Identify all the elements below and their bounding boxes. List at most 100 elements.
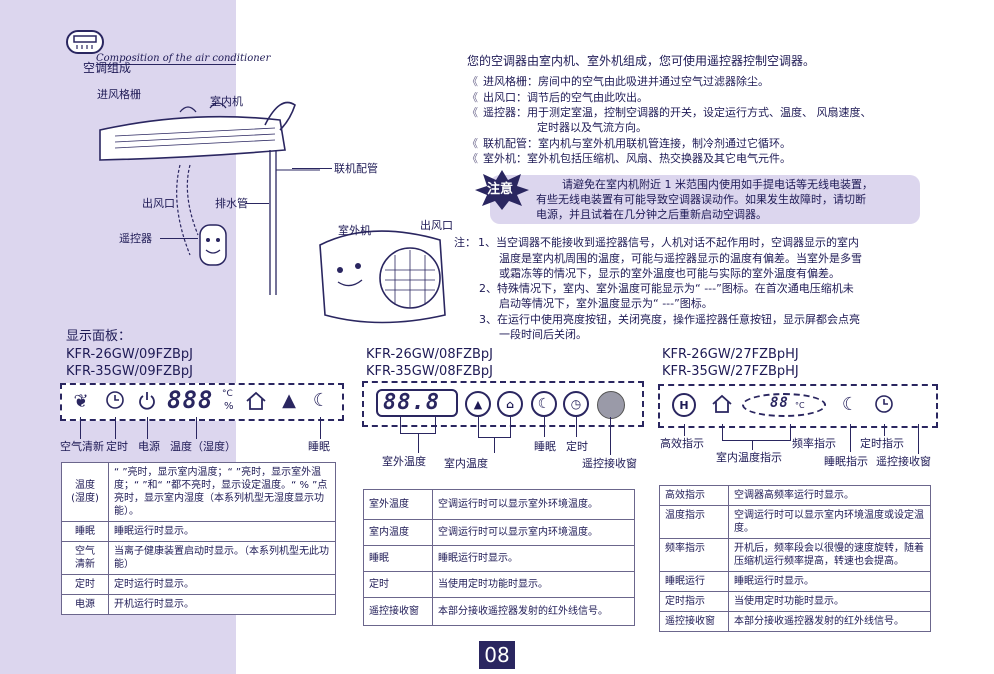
panel1-digits: 888 (167, 386, 214, 414)
intro-bullet: 《进风格栅：房间中的空气由此吸进并通过空气过滤器除尘。 (467, 75, 769, 88)
table-row: 睡眠睡眠运行时显示。 (363, 545, 635, 572)
header-title-en: Composition of the air conditioner (96, 53, 271, 64)
panel3-leader (722, 440, 791, 441)
sleep-moon-icon: ☾ (841, 393, 859, 415)
table-row: 温度指示空调运行时可以显示室内环境温度或设定温度。 (659, 505, 931, 539)
panel3-label-high: 高效指示 (660, 437, 704, 450)
high-efficiency-icon: H (672, 393, 696, 417)
leader-remote (160, 238, 198, 239)
page-number: 08 (479, 641, 515, 669)
note-line: 一段时间后关闭。 (499, 328, 587, 341)
header-badge-icon (66, 30, 104, 54)
table-row: 定时定时运行时显示。 (61, 574, 336, 595)
panel3-label-receiver: 遥控接收窗 (876, 455, 931, 468)
panel2-label-timer: 定时 (566, 440, 588, 453)
label-outlet: 出风口 (142, 197, 175, 210)
remote-receiver-window (597, 391, 625, 419)
indoor-house-icon (710, 392, 734, 416)
sleep-moon-icon: ☾ (531, 391, 557, 417)
caution-box (490, 175, 920, 224)
timer-icon (872, 392, 896, 416)
table-row: 室外温度空调运行时可以显示室外环境温度。 (363, 489, 635, 520)
caution-line: 电源，并且试着在几分钟之后重新启动空调器。 (536, 208, 767, 221)
panel3-table: 高效指示空调器高频率运行时显示。 温度指示空调运行时可以显示室内环境温度或设定温… (659, 485, 931, 632)
header-title-cn: 空调组成 (83, 61, 132, 75)
panel3-digits: 88 (770, 395, 789, 411)
panel1-leader (147, 417, 148, 439)
panel1-leader (80, 417, 81, 439)
caution-badge-icon (475, 170, 529, 210)
indoor-house-icon (244, 390, 268, 412)
sleep-moon-icon: ☾ (312, 389, 330, 411)
panel2-leader (478, 417, 479, 437)
panel2-table: 室外温度空调运行时可以显示室外环境温度。 室内温度空调运行时可以显示室内环境温度… (363, 489, 635, 626)
notes-prefix: 注： (454, 236, 476, 249)
table-row: 遥控接收窗本部分接收遥控器发射的红外线信号。 (659, 611, 931, 632)
outdoor-unit-shape (319, 230, 446, 324)
caution-badge-text: 注意 (487, 182, 514, 197)
leader-pipe (292, 168, 332, 169)
intro-bullet: 《联机配管：室内机与室外机用联机管连接，制冷剂通过它循环。 (467, 137, 791, 150)
table-row: 电源开机运行时显示。 (61, 594, 336, 615)
intro-bullet: 《室外机：室外机包括压缩机、风扇、热交换器及其它电气元件。 (467, 152, 791, 165)
panel3-leader (884, 424, 885, 436)
caution-line: 有些无线电装置有可能导致空调器误动作。如果发生故障时，请切断 (536, 193, 866, 206)
panel2-label-outdoor: 室外温度 (382, 455, 426, 468)
intro-heading: 您的空调器由室内机、室外机组成，您可使用遥控器控制空调器。 (467, 54, 816, 68)
outdoor-tree-icon: ▲ (282, 389, 296, 411)
table-row: 高效指示空调器高频率运行时显示。 (659, 485, 931, 506)
panel1-degree: °C (222, 389, 233, 399)
note-line: 3、在运行中使用亮度按钮，关闭亮度，操作遥控器任意按钮，显示屏都会点亮 (479, 313, 860, 326)
panel2-leader (510, 417, 511, 437)
header-underline (96, 64, 236, 65)
panel1-label: 温度（湿度） (170, 440, 236, 453)
table-row: 空气 清新当离子健康装置启动时显示。（本系列机型无此功能） (61, 541, 336, 575)
panel3-label-freq: 频率指示 (792, 437, 836, 450)
panel1-leader (115, 417, 116, 439)
label-drain: 排水管 (215, 197, 248, 210)
timer-icon: ◷ (563, 391, 589, 417)
caution-line: 请避免在室内机附近 1 米范围内使用如手提电话等无线电装置， (562, 178, 873, 191)
note-line: 1、当空调器不能接收到遥控器信号，人机对话不起作用时，空调器显示的室内 (478, 236, 859, 249)
panel1-table: 温度 (湿度)“ ”亮时，显示室内温度；“ ”亮时，显示室外温度；“ ”和“ ”… (61, 462, 336, 615)
timer-icon (104, 389, 126, 411)
panel2-model: KFR-35GW/08FZBpJ (366, 364, 493, 379)
table-row: 定时当使用定时功能时显示。 (363, 571, 635, 598)
indoor-house-icon: ⌂ (497, 391, 523, 417)
label-remote: 遥控器 (119, 232, 152, 245)
panel3-leader (722, 424, 723, 440)
panel2-leader (418, 433, 419, 453)
outdoor-tree-icon: ▲ (465, 391, 491, 417)
table-row: 温度 (湿度)“ ”亮时，显示室内温度；“ ”亮时，显示室外温度；“ ”和“ ”… (61, 462, 336, 522)
label-pipe: 联机配管 (334, 162, 378, 175)
panel1-leader (196, 417, 197, 439)
intro-bullet: 《遥控器：用于测定室温，控制空调器的开关，设定运行方式、温度、 风扇速度、 (467, 106, 872, 119)
frequency-ring (742, 393, 826, 417)
panel3-model: KFR-35GW/27FZBpHJ (662, 364, 799, 379)
panel3-label-indoor: 室内温度指示 (716, 451, 782, 464)
panel1-label: 定时 (106, 440, 128, 453)
table-row: 定时指示当使用定时功能时显示。 (659, 591, 931, 612)
panel3-label-sleep: 睡眠指示 (824, 455, 868, 468)
panel1-label: 电源 (138, 440, 160, 453)
panel2-label-sleep: 睡眠 (534, 440, 556, 453)
intro-bullet: 《出风口：调节后的空气由此吹出。 (467, 91, 648, 104)
panel1-model: KFR-26GW/09FZBpJ (66, 347, 193, 362)
panel2-label-receiver: 遥控接收窗 (582, 457, 637, 470)
remote-control-shape (199, 224, 227, 266)
label-grille: 进风格栅 (97, 88, 141, 101)
panel3-leader (850, 424, 851, 452)
panel2-leader (576, 417, 577, 437)
panel1-leader (320, 417, 321, 439)
panel2-digit-frame (376, 389, 458, 417)
table-row: 遥控接收窗本部分接收遥控器发射的红外线信号。 (363, 597, 635, 626)
panel2-label-indoor: 室内温度 (444, 457, 488, 470)
table-row: 睡眠睡眠运行时显示。 (61, 521, 336, 542)
panel3-model: KFR-26GW/27FZBpHJ (662, 347, 799, 362)
panel3-leader (918, 424, 919, 454)
note-line: 或霜冻等的情况下，显示的室外温度也可能与实际的室外温度有偏差。 (499, 267, 840, 280)
panel3-label-timer: 定时指示 (860, 437, 904, 450)
panel1-label: 空气清新 (60, 440, 104, 453)
table-row: 睡眠运行睡眠运行时显示。 (659, 571, 931, 592)
label-outdoor-unit: 室外机 (338, 224, 371, 237)
